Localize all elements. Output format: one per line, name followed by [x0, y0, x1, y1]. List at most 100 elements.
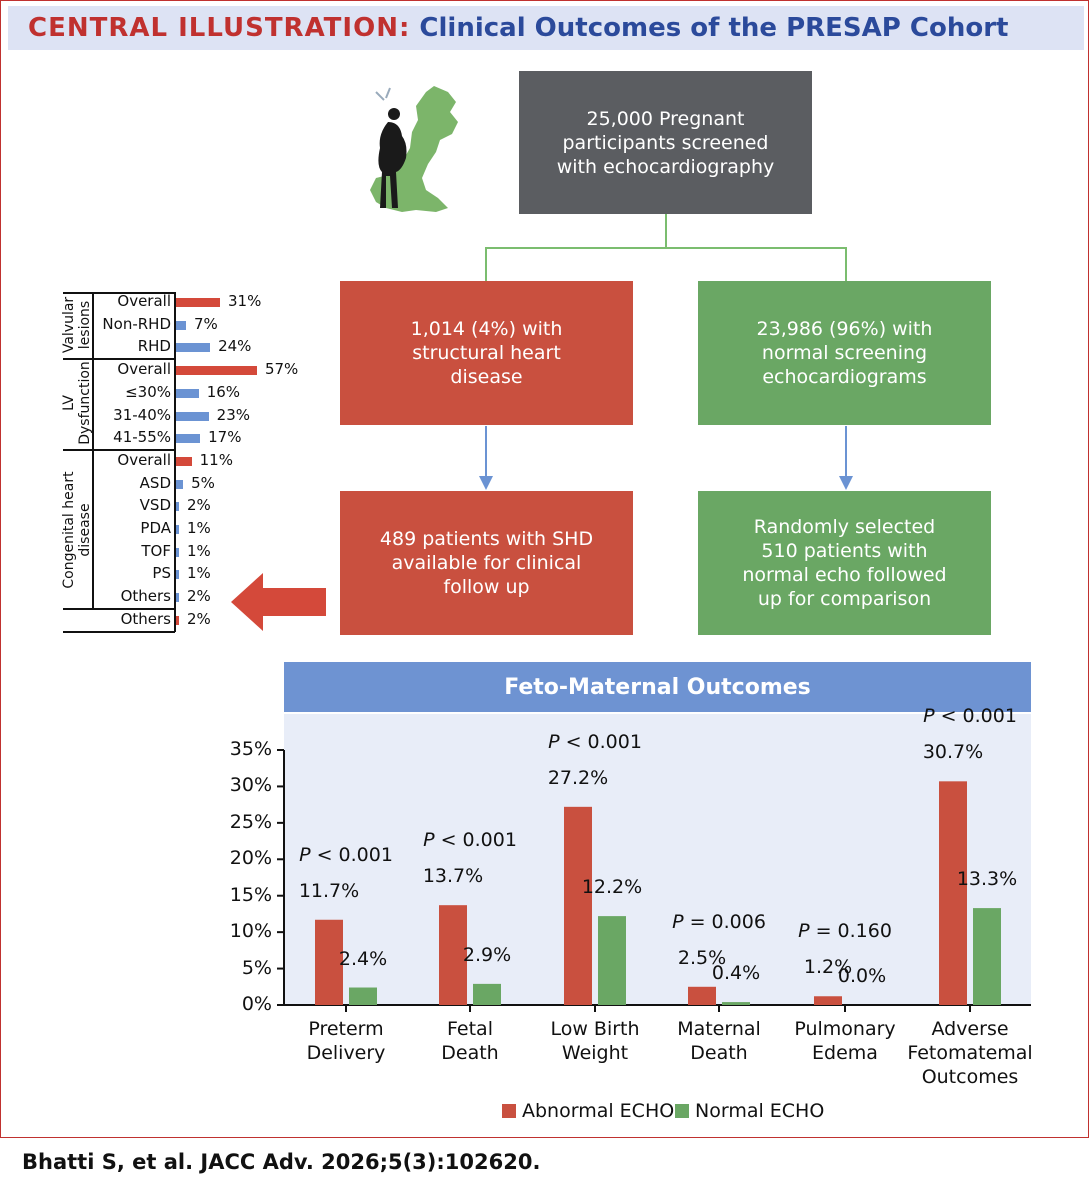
- abnormal-echo-bar: [814, 996, 842, 1005]
- breakdown-row-label: TOF: [141, 541, 171, 560]
- category-label-line: Weight: [561, 1042, 629, 1064]
- breakdown-bar-value: 1%: [187, 519, 211, 537]
- category-label-line: Outcomes: [921, 1066, 1019, 1088]
- connector-left: [485, 247, 487, 281]
- abnormal-echo-bar: [939, 781, 967, 1005]
- bar-value-label: 0.4%: [711, 962, 761, 985]
- breakdown-bar-value: 31%: [228, 292, 262, 310]
- normal-echo-bar: [349, 987, 377, 1005]
- breakdown-bar-value: 2%: [187, 587, 211, 606]
- outcomes-chart: [277, 749, 1031, 1012]
- breakdown-bar-value: 17%: [208, 428, 242, 447]
- breakdown-group-top-rule: [63, 292, 175, 294]
- breakdown-row-label: Overall: [117, 450, 171, 469]
- breakdown-group-sep-1: [63, 358, 175, 360]
- bar-value-label: 2.4%: [338, 947, 388, 970]
- breakdown-bar-value: 57%: [264, 360, 299, 379]
- legend-abnormal: Abnormal ECHO: [502, 1100, 674, 1122]
- screened-line-3: with echocardiography: [556, 155, 775, 178]
- p-value-text: < 0.001: [559, 730, 642, 753]
- bar-value-label: 30.7%: [922, 741, 984, 764]
- breakdown-bar: [176, 388, 199, 398]
- category-label-line: Fetal: [447, 1018, 493, 1040]
- breakdown-row-label: Overall: [117, 292, 171, 310]
- arrow-normal-line: [845, 426, 847, 478]
- bar-value-label: 13.7%: [422, 865, 484, 888]
- breakdown-bar-value: 7%: [193, 314, 218, 333]
- bar-value-label: 27.2%: [547, 766, 609, 789]
- normal-echo-bar: [598, 916, 626, 1005]
- breakdown-row-label: VSD: [139, 496, 171, 515]
- category-label-line: Maternal: [677, 1018, 761, 1040]
- connector-right: [845, 247, 847, 281]
- normal-followup-box: Randomly selected 510 patients with norm…: [698, 491, 991, 635]
- y-tick-label: 0%: [241, 993, 272, 1015]
- shd-line-1: 1,014 (4%) with: [410, 318, 563, 340]
- legend-normal-swatch: [675, 1104, 689, 1118]
- normal-line-1: 23,986 (96%) with: [756, 318, 933, 340]
- breakdown-bar-value: 1%: [187, 564, 211, 583]
- normal-followup-line-3: normal echo followed: [742, 564, 947, 586]
- breakdown-group-bracket: [92, 292, 94, 610]
- breakdown-bar-value: 5%: [191, 473, 215, 492]
- breakdown-bar-value: 2%: [187, 609, 211, 628]
- breakdown-bar: [176, 434, 201, 444]
- legend-abnormal-label: Abnormal ECHO: [522, 1100, 675, 1122]
- header-bar: CENTRAL ILLUSTRATION: Clinical Outcomes …: [8, 6, 1084, 50]
- normal-echo-bar: [473, 983, 501, 1005]
- breakdown-bar: [176, 411, 209, 421]
- breakdown-row-label: PS: [152, 564, 171, 583]
- connector-vertical: [665, 214, 667, 248]
- breakdown-group-sep-2: [63, 449, 175, 451]
- p-symbol: P: [923, 705, 935, 728]
- breakdown-bar: [176, 570, 179, 580]
- category-label-line: Adverse: [931, 1018, 1009, 1040]
- p-symbol: P: [798, 920, 810, 943]
- p-value-text: < 0.001: [434, 829, 517, 852]
- breakdown-bar: [176, 298, 221, 307]
- arrow-shd-head: [479, 476, 493, 490]
- y-tick-label: 15%: [229, 883, 272, 906]
- normal-followup-line-4: up for comparison: [757, 588, 932, 610]
- title-prefix: CENTRAL ILLUSTRATION:: [28, 13, 411, 43]
- breakdown-bar: [176, 593, 179, 603]
- p-value-label: P = 0.006: [639, 911, 799, 933]
- normal-echo-bar: [973, 908, 1001, 1005]
- p-value-label: P < 0.001: [390, 829, 550, 851]
- abnormal-echo-bar: [564, 806, 592, 1005]
- screened-line-2: participants screened: [562, 131, 769, 154]
- y-tick-label: 30%: [229, 774, 272, 797]
- pakistan-map-pregnant-woman-icon: [370, 86, 458, 212]
- breakdown-bar: [176, 525, 179, 534]
- p-value-label: P < 0.001: [890, 705, 1050, 727]
- shd-followup-line-3: follow up: [443, 576, 530, 598]
- abnormal-echo-bar: [315, 919, 343, 1005]
- breakdown-row-label: 41-55%: [113, 428, 171, 447]
- breakdown-bar-value: 23%: [216, 405, 250, 424]
- arrow-normal-head: [839, 476, 853, 490]
- category-label-line: Death: [690, 1042, 748, 1064]
- y-tick-label: 25%: [229, 810, 272, 833]
- p-symbol: P: [423, 829, 435, 852]
- breakdown-bar-value: 16%: [206, 382, 241, 401]
- normal-followup-line-2: 510 patients with: [761, 540, 928, 562]
- p-value-text: < 0.001: [934, 705, 1017, 728]
- breakdown-group-bottom-rule: [63, 631, 175, 633]
- outcomes-chart-background: [284, 714, 1031, 1006]
- breakdown-bar-value: 2%: [187, 496, 211, 515]
- breakdown-bar: [176, 547, 179, 557]
- bar-value-label: 2.5%: [677, 946, 727, 969]
- p-value-label: P < 0.001: [515, 731, 675, 753]
- category-label-line: Preterm: [308, 1018, 384, 1040]
- breakdown-bar-value: 11%: [199, 450, 233, 469]
- shd-followup-line-1: 489 patients with SHD: [379, 528, 594, 550]
- shd-line-3: disease: [450, 366, 523, 388]
- abnormal-echo-bar: [439, 905, 467, 1005]
- category-label-line: Edema: [812, 1042, 878, 1064]
- breakdown-row-label: PDA: [140, 519, 171, 537]
- breakdown-bar: [176, 502, 179, 512]
- breakdown-bar: [176, 615, 179, 625]
